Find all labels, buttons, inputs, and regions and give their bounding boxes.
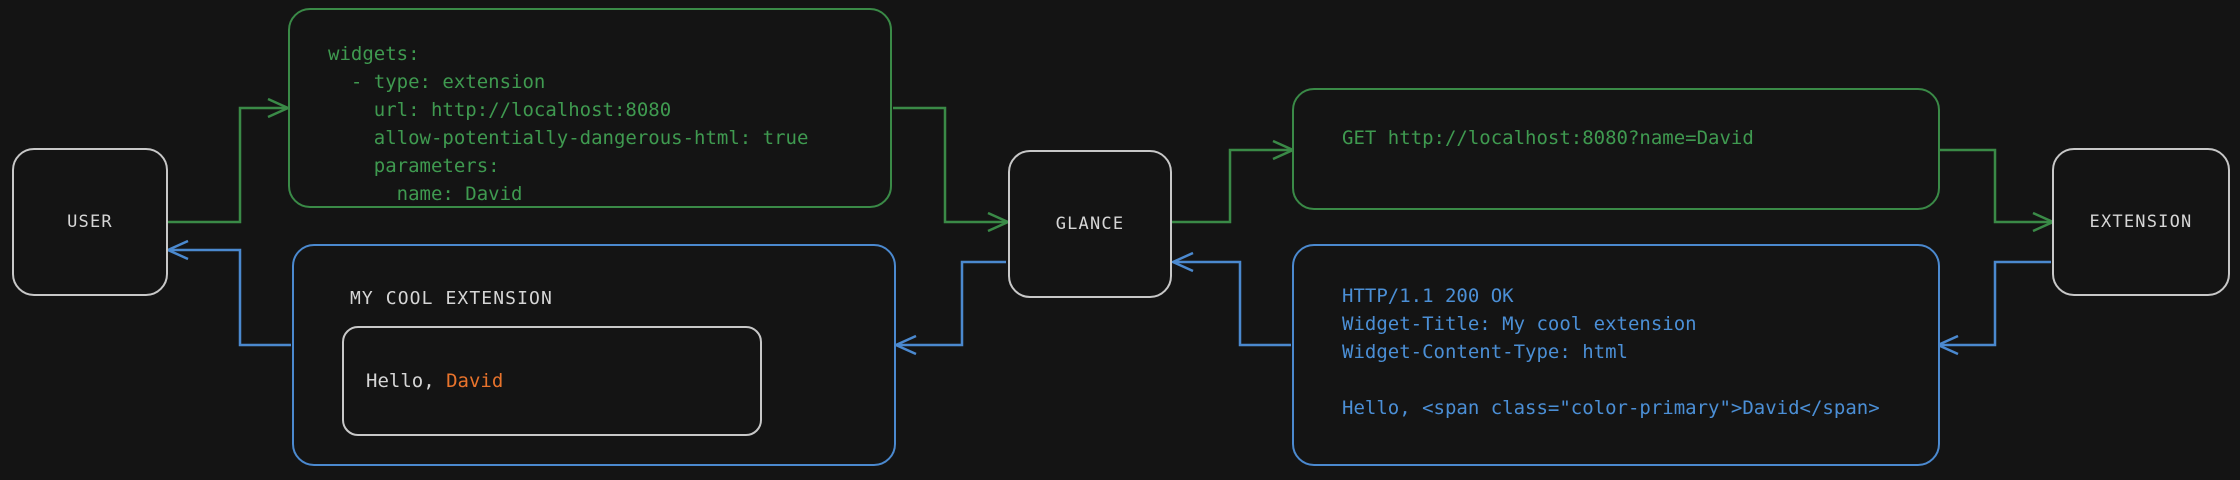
greeting-prefix: Hello, [366,370,447,392]
config-yaml-code: widgets: - type: extension url: http://l… [328,43,809,205]
panel-rendered-widget: MY COOL EXTENSION Hello, David [292,244,896,466]
wire-config-to-glance [893,106,1012,233]
wire-response-to-glance [1169,251,1291,347]
node-extension[interactable]: EXTENSION [2052,148,2230,296]
node-glance[interactable]: GLANCE [1008,150,1172,298]
node-glance-label: GLANCE [1055,214,1125,234]
greeting-name: David [446,370,504,392]
http-response-code: HTTP/1.1 200 OK Widget-Title: My cool ex… [1342,285,1880,419]
panel-http-response: HTTP/1.1 200 OK Widget-Title: My cool ex… [1292,244,1940,466]
wire-glance-to-request [1172,139,1297,224]
wire-glance-to-widget [892,260,1006,356]
rendered-widget-title: MY COOL EXTENSION [350,288,553,309]
wire-user-to-config [167,97,292,224]
http-request-code: GET http://localhost:8080?name=David [1342,127,1754,149]
wire-widget-to-user [164,239,291,347]
rendered-widget-greeting: Hello, David [366,370,503,392]
wire-extension-to-response [1934,260,2051,356]
panel-http-request: GET http://localhost:8080?name=David [1292,88,1940,210]
node-extension-label: EXTENSION [2089,212,2193,232]
node-user[interactable]: USER [12,148,168,296]
wire-request-to-extension [1938,148,2057,233]
node-user-label: USER [67,212,113,232]
panel-config-yaml: widgets: - type: extension url: http://l… [288,8,892,208]
rendered-widget-card: Hello, David [342,326,762,436]
